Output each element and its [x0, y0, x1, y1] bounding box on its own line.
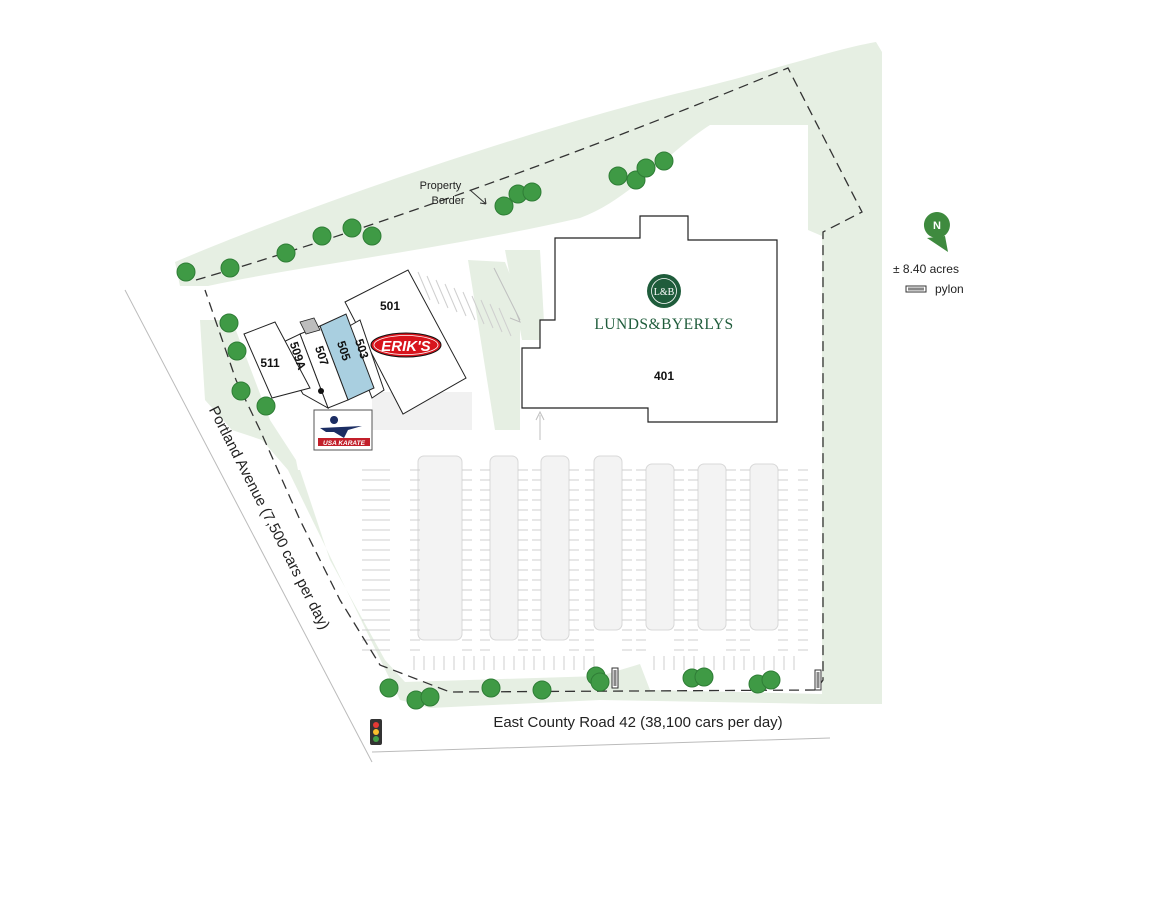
tree-icon [256, 396, 276, 416]
parking-stall-line [489, 303, 503, 333]
parking-stall-line [480, 299, 494, 329]
property-border-label: Property Border [420, 180, 465, 207]
tree-icon [636, 158, 656, 178]
unit-505-label: 505 [334, 339, 354, 363]
lb-monogram-icon [647, 274, 681, 308]
unit-501-label: 501 [380, 299, 400, 313]
tree-icon [312, 226, 332, 246]
tree-icon [532, 680, 552, 700]
parking-stall-line [471, 295, 485, 325]
parking-stall-line [435, 279, 449, 309]
county-road-edge [371, 737, 831, 753]
tree-icon [176, 262, 196, 282]
eriks-logo-text: ERIK'S [381, 338, 430, 355]
tree-icon [522, 182, 542, 202]
trees [176, 151, 781, 710]
parking-stall-line [444, 283, 458, 313]
tree-icon [694, 667, 714, 687]
traffic-light-icon [370, 719, 382, 745]
parking-stall-line [462, 291, 476, 321]
county-road-label: East County Road 42 (38,100 cars per day… [493, 714, 782, 731]
drive-arrows [493, 267, 545, 440]
parking-stall-line [426, 275, 440, 305]
tree-icon [654, 151, 674, 171]
usa-karate-logo: USA KARATE [313, 409, 373, 451]
tree-icon [362, 226, 382, 246]
pylon-legend-label: pylon [935, 282, 964, 296]
usa-karate-text: USA KARATE [323, 440, 366, 447]
parking-stall-line [453, 287, 467, 317]
parking-stall-line [417, 271, 431, 301]
tree-icon [342, 218, 362, 238]
island-east-lot [505, 250, 545, 340]
west-green-strip [200, 320, 300, 480]
unit-503-label: 503 [352, 337, 372, 361]
unit-511-footprint[interactable] [243, 321, 311, 399]
tree-icon [761, 670, 781, 690]
retail-building: 501 511 509A 507 505 503 ERIK'S USA KARA… [243, 269, 467, 451]
north-green-strip [175, 42, 882, 704]
property-border-pointer [469, 189, 487, 205]
anchor-footprint [521, 215, 778, 423]
north-arrow-icon: N [923, 212, 950, 252]
portland-avenue-edge [124, 289, 373, 763]
tree-icon [590, 672, 610, 692]
tree-icon [379, 678, 399, 698]
parking-lot [362, 271, 808, 670]
acreage-label: ± 8.40 acres [893, 262, 959, 276]
tree-icon [420, 687, 440, 707]
anchor-unit-number: 401 [654, 369, 674, 383]
tree-icon [231, 381, 251, 401]
lb-monogram: L&B [654, 287, 675, 298]
parking-islands [417, 455, 779, 641]
lunds-byerlys-building[interactable]: L&B LUNDS&BYERLYS 401 [521, 215, 778, 423]
anchor-store-name: LUNDS&BYERLYS [594, 316, 733, 333]
entry-dot-icon [318, 388, 324, 394]
tree-icon [276, 243, 296, 263]
tree-icon [608, 166, 628, 186]
unit-511-label: 511 [260, 356, 280, 370]
tree-icon [219, 313, 239, 333]
tree-icon [494, 196, 514, 216]
parking-stalls [362, 271, 808, 670]
unit-507-label: 507 [312, 344, 332, 368]
north-label: N [933, 220, 941, 232]
tree-icon [227, 341, 247, 361]
island-center [468, 260, 520, 430]
unit-507-notch [299, 317, 321, 335]
karate-figure-icon [320, 416, 362, 438]
pylons [611, 667, 822, 691]
eriks-logo: ERIK'S [370, 332, 442, 358]
tree-icon [220, 258, 240, 278]
map-legend: N ± 8.40 acres pylon [893, 212, 964, 296]
tree-icon [481, 678, 501, 698]
parking-stall-line [498, 307, 512, 337]
